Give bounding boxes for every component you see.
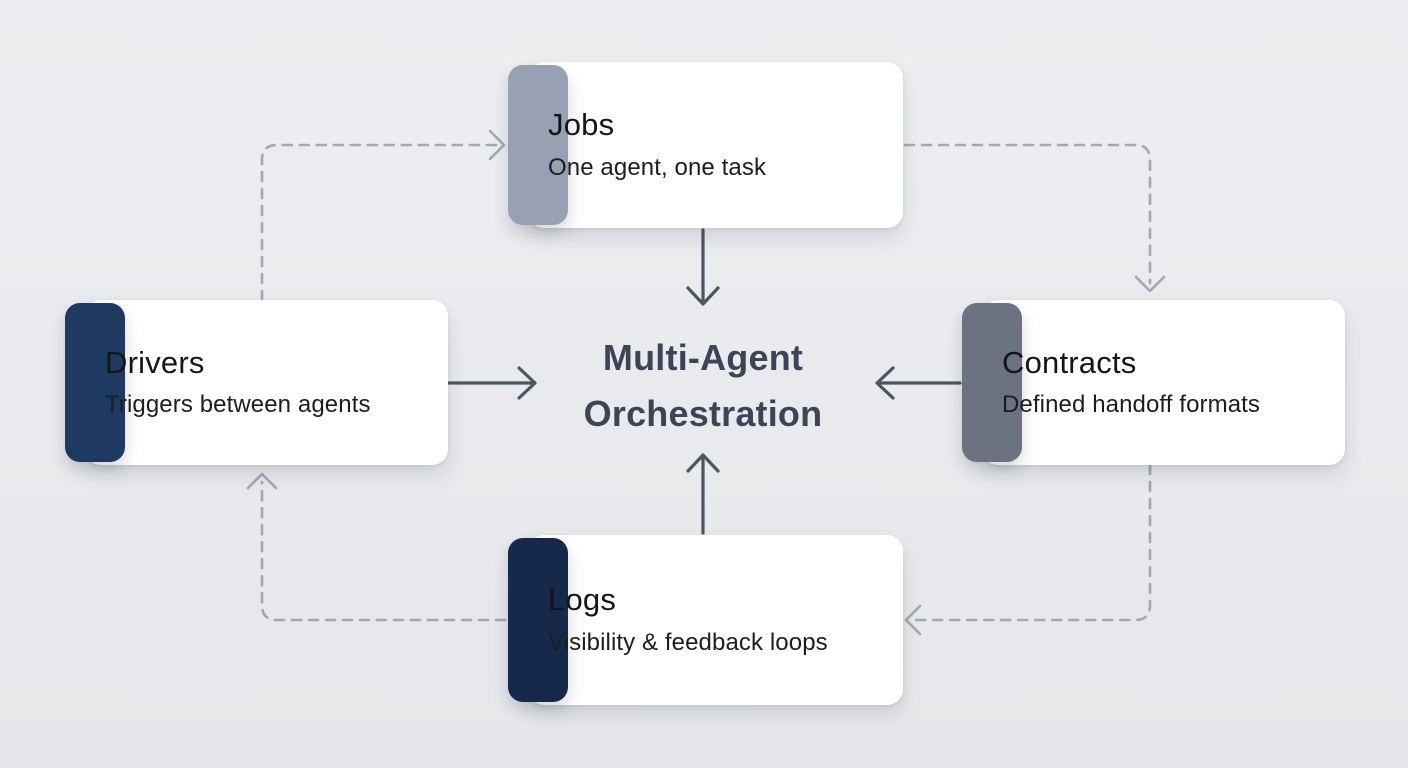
dashed-arrow-jobs-to-contracts [903, 143, 1166, 293]
node-card-logs: Logs Visibility & feedback loops [508, 535, 903, 705]
center-title-line2: Orchestration [583, 392, 823, 434]
center-title-line1: Multi-Agent [602, 337, 804, 378]
dashed-arrow-drivers-to-jobs [260, 129, 506, 302]
solid-arrow-jobs-to-center [686, 228, 720, 306]
node-card-drivers: Drivers Triggers between agents [65, 300, 448, 465]
contracts-accent-bar [962, 303, 1022, 462]
node-card-jobs: Jobs One agent, one task [508, 62, 903, 228]
drivers-subtitle: Triggers between agents [105, 391, 371, 419]
center-title: Multi-Agent Orchestration [500, 330, 906, 442]
jobs-accent-bar [508, 65, 568, 225]
logs-subtitle: Visibility & feedback loops [548, 628, 828, 656]
solid-arrow-contracts-to-center [875, 366, 962, 400]
contracts-title: Contracts [1002, 344, 1137, 380]
drivers-accent-bar [65, 303, 125, 462]
dashed-arrow-contracts-to-logs [904, 463, 1152, 636]
dashed-arrow-logs-to-drivers [246, 472, 507, 622]
contracts-subtitle: Defined handoff formats [1002, 391, 1261, 419]
jobs-subtitle: One agent, one task [548, 153, 767, 181]
solid-arrow-logs-to-center [686, 453, 720, 535]
solid-arrow-drivers-to-center [447, 366, 537, 400]
drivers-title: Drivers [105, 344, 205, 380]
logs-accent-bar [508, 538, 568, 702]
jobs-title: Jobs [548, 107, 615, 143]
node-card-contracts: Contracts Defined handoff formats [962, 300, 1345, 465]
logs-title: Logs [548, 582, 617, 618]
